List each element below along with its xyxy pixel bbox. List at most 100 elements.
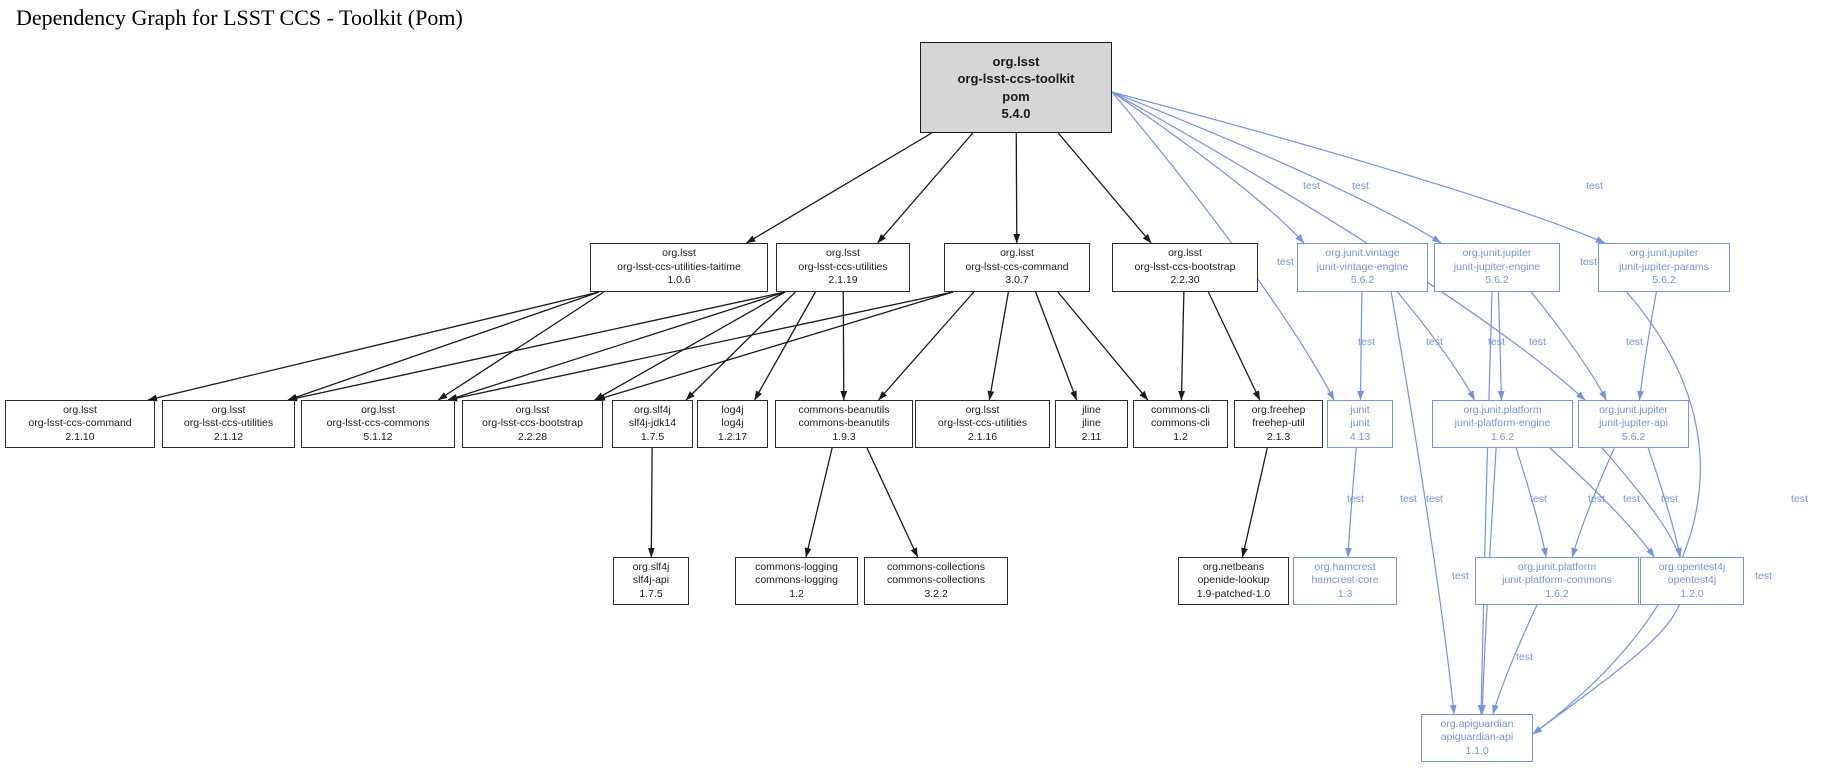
- graph-node-line: 1.6.2: [1490, 430, 1515, 443]
- edge-scope-label: test: [1426, 493, 1443, 505]
- graph-node-line: commons-logging: [755, 574, 838, 587]
- graph-node-line: 3.2.2: [924, 587, 948, 600]
- graph-node-line: 2.11: [1081, 430, 1102, 443]
- edge-taitime-to-command-2-1-10: [147, 291, 600, 402]
- graph-node-line: org.opentest4j: [1658, 560, 1726, 573]
- graph-node-line: org.junit.platform: [1463, 403, 1542, 416]
- graph-node-line: log4j: [721, 417, 744, 430]
- edge-scope-label: test: [1347, 493, 1364, 505]
- edge-scope-label: test: [1580, 256, 1597, 268]
- edge-command-3-0-7-to-commons-5-1-12: [447, 291, 954, 402]
- graph-node-line: 1.6.2: [1545, 587, 1569, 600]
- edge-jupiter-params-to-apiguardian: [1532, 291, 1701, 735]
- edge-vintage-engine-to-platform-engine: [1397, 291, 1476, 401]
- graph-node-line: jline: [1082, 417, 1101, 430]
- edge-bootstrap-2-2-30-to-commons-cli: [1178, 291, 1186, 401]
- graph-node-line: org.junit.jupiter: [1462, 247, 1532, 260]
- graph-node-line: org-lsst-ccs-toolkit: [957, 71, 1075, 86]
- edge-platform-commons-to-apiguardian: [1492, 604, 1538, 715]
- graph-node-line: 2.1.19: [828, 274, 858, 287]
- edge-utilities-2-1-19-to-beanutils: [840, 291, 848, 401]
- graph-node-line: 2.1.3: [1266, 430, 1291, 443]
- edge-scope-label: test: [1426, 336, 1443, 348]
- graph-node-line: slf4j-jdk14: [628, 417, 677, 430]
- edge-taitime-to-commons-5-1-12: [437, 291, 605, 401]
- edge-scope-label: test: [1358, 336, 1375, 348]
- edge-command-3-0-7-to-commons-cli: [1057, 291, 1149, 401]
- graph-node-line: 4.13: [1349, 430, 1371, 443]
- graph-node-line: 1.1.0: [1465, 744, 1489, 757]
- graph-node-line: 5.1.12: [363, 430, 393, 443]
- graph-node-line: 5.6.2: [1485, 274, 1509, 287]
- graph-node-line: junit-jupiter-params: [1619, 260, 1709, 273]
- edge-command-3-0-7-to-jline: [1035, 291, 1078, 401]
- graph-node-line: org-lsst-ccs-bootstrap: [1134, 260, 1236, 273]
- edge-vintage-engine-to-apiguardian: [1390, 291, 1457, 715]
- edge-taitime-to-utilities-2-1-12: [287, 291, 600, 401]
- graph-node-line: org-lsst-ccs-utilities: [937, 417, 1028, 430]
- edge-jupiter-engine-to-platform-engine: [1497, 291, 1505, 401]
- graph-node-line: org.lsst: [1168, 247, 1202, 260]
- graph-node-line: org-lsst-ccs-utilities-taitime: [617, 260, 741, 273]
- graph-node-line: org.lsst: [211, 403, 246, 416]
- edge-scope-label: test: [1452, 570, 1469, 582]
- edge-bootstrap-2-2-30-to-freehep-util: [1207, 291, 1261, 401]
- graph-node-line: 1.2.0: [1680, 587, 1704, 600]
- edge-scope-label: test: [1623, 493, 1640, 505]
- graph-node-line: openide-lookup: [1197, 574, 1270, 587]
- graph-node-line: 1.9.3: [832, 430, 856, 443]
- graph-node-line: org-lsst-ccs-command: [28, 417, 132, 430]
- edge-jupiter-api-to-platform-commons: [1571, 447, 1615, 558]
- edge-scope-label: test: [1352, 180, 1369, 192]
- edge-beanutils-to-commons-logging: [804, 447, 833, 558]
- graph-node-line: junit-vintage-engine: [1316, 260, 1409, 273]
- graph-node-line: org-lsst-ccs-utilities: [798, 260, 888, 273]
- graph-node-line: org.freehep: [1251, 403, 1306, 416]
- graph-node-line: org.lsst: [992, 53, 1040, 69]
- graph-node-line: org-lsst-ccs-utilities: [183, 417, 274, 430]
- edge-platform-engine-to-opentest4j: [1549, 447, 1655, 558]
- graph-node-line: 1.7.5: [639, 587, 663, 600]
- edge-scope-label: test: [1588, 493, 1605, 505]
- graph-node-line: commons-beanutils: [798, 417, 890, 430]
- edge-freehep-util-to-openide-lookup: [1241, 447, 1268, 558]
- graph-node-line: org.lsst: [515, 403, 550, 416]
- graph-node-line: 1.9-patched-1.0: [1196, 587, 1271, 600]
- graph-node-line: freehep-util: [1252, 417, 1305, 430]
- graph-node-line: 1.2: [789, 587, 804, 600]
- edge-scope-label: test: [1755, 570, 1772, 582]
- graph-node-line: commons-collections: [886, 574, 986, 587]
- graph-node-line: log4j: [721, 403, 744, 416]
- graph-node-line: org.lsst: [1000, 247, 1034, 260]
- graph-node-line: commons-beanutils: [798, 403, 890, 416]
- edge-scope-label: test: [1791, 493, 1808, 505]
- graph-node-line: slf4j-api: [632, 574, 670, 587]
- graph-node-line: 2.1.16: [967, 430, 998, 443]
- graph-node-line: 5.6.2: [1621, 430, 1646, 443]
- graph-node-line: 2.2.28: [517, 430, 548, 443]
- graph-node-line: 3.0.7: [1005, 274, 1029, 287]
- edge-toolkit-to-command-3-0-7: [1013, 132, 1021, 244]
- graph-node-line: org-lsst-ccs-commons: [326, 417, 430, 430]
- graph-node-line: apiguardian-api: [1440, 731, 1514, 744]
- edge-scope-label: test: [1661, 493, 1678, 505]
- edge-utilities-2-1-19-to-utilities-2-1-12: [287, 291, 786, 402]
- graph-node-line: org.junit.vintage: [1325, 247, 1400, 260]
- edge-vintage-engine-to-junit: [1357, 291, 1364, 401]
